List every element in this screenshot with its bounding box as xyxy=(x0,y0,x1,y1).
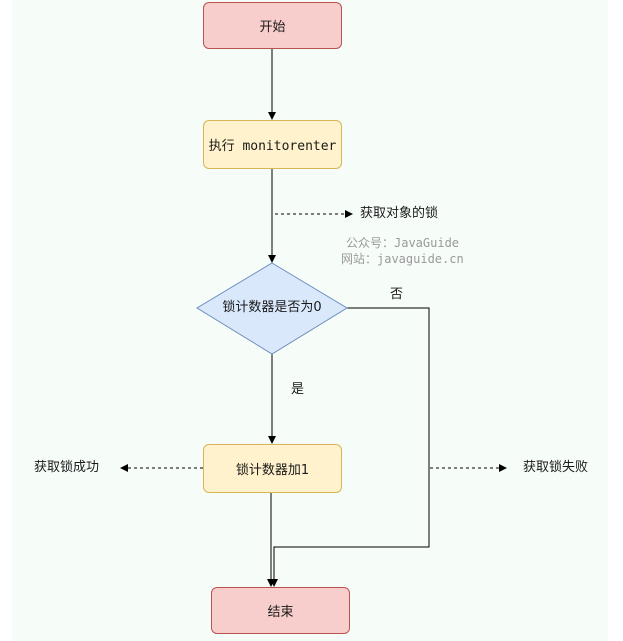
increment-node: 锁计数器加1 xyxy=(203,444,342,493)
monitorenter-node: 执行 monitorenter xyxy=(203,120,342,169)
watermark-line2: 网站：javaguide.cn xyxy=(341,252,464,266)
no-label: 否 xyxy=(390,287,404,302)
watermark-line1: 公众号：JavaGuide xyxy=(346,236,460,250)
lock-success-label: 获取锁成功 xyxy=(34,460,100,475)
decision-diamond xyxy=(196,262,348,355)
start-node-label: 开始 xyxy=(259,20,286,35)
edge-decision-no xyxy=(270,307,430,587)
lock-fail-label: 获取锁失败 xyxy=(523,460,589,475)
end-node: 结束 xyxy=(211,587,350,634)
increment-node-label: 锁计数器加1 xyxy=(235,463,310,478)
yes-label: 是 xyxy=(291,382,305,397)
monitorenter-node-label: 执行 monitorenter xyxy=(208,139,337,154)
start-node: 开始 xyxy=(203,2,342,49)
acquire-object-lock-label: 获取对象的锁 xyxy=(360,206,439,221)
end-node-label: 结束 xyxy=(267,605,294,620)
decision-label: 锁计数器是否为0 xyxy=(222,300,322,315)
